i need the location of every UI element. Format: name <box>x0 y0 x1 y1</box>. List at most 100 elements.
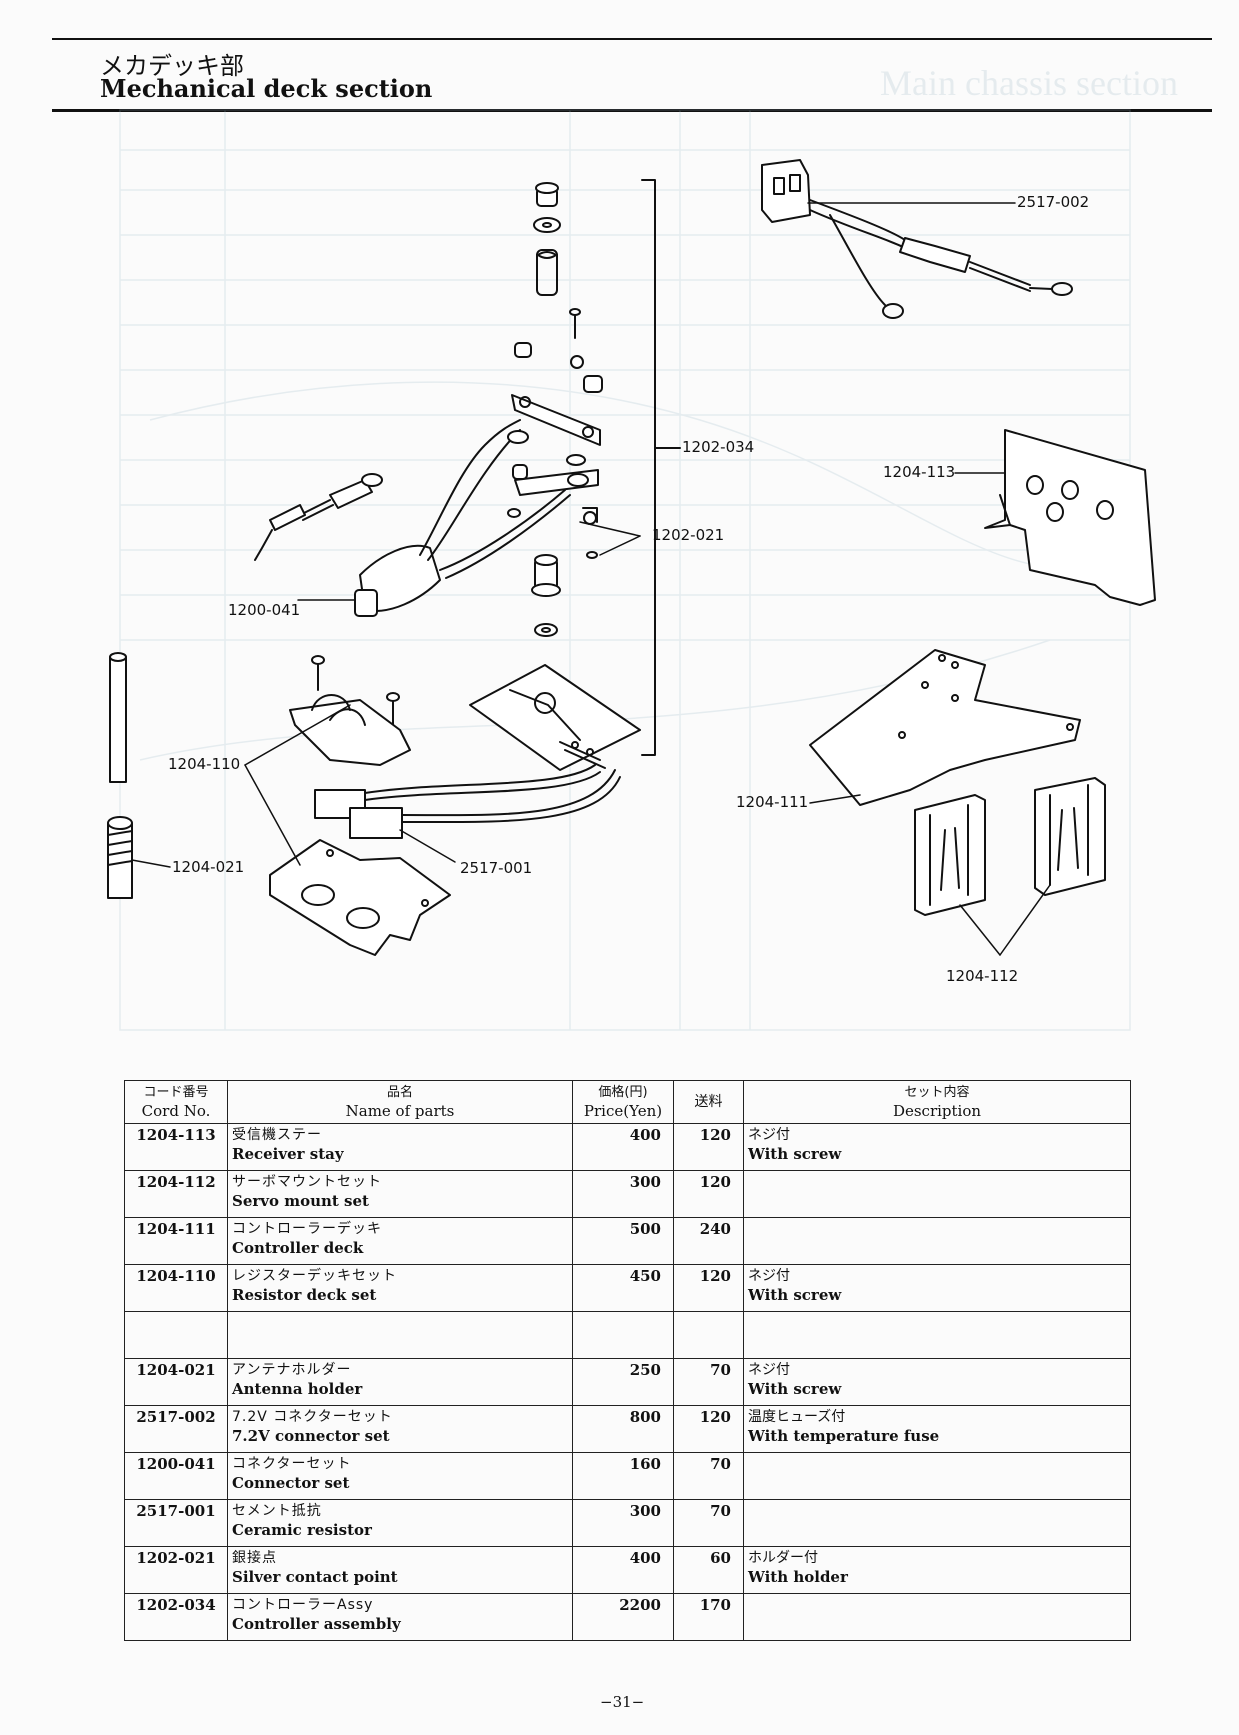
label-1204-110: 1204-110 <box>168 755 240 773</box>
cell-name-en: 7.2V connector set <box>232 1427 390 1445</box>
cell-name-ja: コントローラーAssy <box>232 1597 374 1613</box>
header-code: コード番号 Cord No. <box>124 1080 228 1124</box>
cell-name-en: Antenna holder <box>232 1380 363 1398</box>
label-2517-002: 2517-002 <box>1017 193 1089 211</box>
cell-desc-en: With screw <box>748 1286 842 1304</box>
cell-description <box>743 1593 1131 1641</box>
cell-description <box>743 1170 1131 1218</box>
header-name-ja: 品名 <box>386 1085 413 1100</box>
cell-name-en: Receiver stay <box>232 1145 344 1163</box>
cell-code: 2517-002 <box>124 1405 228 1453</box>
cell-price: 400 <box>572 1123 674 1171</box>
cell-shipping: 70 <box>673 1452 744 1500</box>
table-header-row: コード番号 Cord No. 品名 Name of parts 価格(円) Pr… <box>124 1080 1131 1124</box>
parts-table: コード番号 Cord No. 品名 Name of parts 価格(円) Pr… <box>124 1080 1131 1641</box>
part-1200-041-connector <box>297 419 589 617</box>
label-1200-041: 1200-041 <box>228 601 300 619</box>
header-shipping: 送料 <box>673 1080 744 1124</box>
cell-price: 300 <box>572 1499 674 1547</box>
label-1204-112: 1204-112 <box>946 967 1018 985</box>
cell-price: 300 <box>572 1170 674 1218</box>
cell-name-ja: 銀接点 <box>232 1550 277 1566</box>
cell-desc-ja: ネジ付 <box>748 1362 790 1378</box>
cell-code: 1204-113 <box>124 1123 228 1171</box>
label-1202-021: 1202-021 <box>652 526 724 544</box>
cell-name-en: Controller deck <box>232 1239 364 1257</box>
cell-shipping: 120 <box>673 1405 744 1453</box>
cell-price: 2200 <box>572 1593 674 1641</box>
cell-name-en: Ceramic resistor <box>232 1521 372 1539</box>
page-number: −31− <box>600 1693 645 1711</box>
cell-shipping: 170 <box>673 1593 744 1641</box>
cell-desc-ja: 温度ヒューズ付 <box>748 1409 846 1425</box>
label-1204-113: 1204-113 <box>883 463 955 481</box>
label-1204-021: 1204-021 <box>172 858 244 876</box>
cell-name-ja: コネクターセット <box>232 1456 352 1472</box>
part-1204-110-clamp <box>289 655 411 766</box>
ghost-title: Main chassis section <box>880 63 1178 103</box>
bracket-1202-034 <box>641 179 656 756</box>
header-desc-en: Description <box>892 1102 982 1120</box>
cell-name-en: Controller assembly <box>232 1615 401 1633</box>
part-2517-001-resistor <box>314 764 621 863</box>
cell-name: 7.2V コネクターセット 7.2V connector set <box>227 1405 573 1453</box>
cell-code: 1204-112 <box>124 1170 228 1218</box>
part-1204-113-receiver-stay <box>954 429 1156 606</box>
part-1204-021-antenna-holder <box>107 652 171 899</box>
cell-price: 160 <box>572 1452 674 1500</box>
cell-description <box>743 1311 1131 1359</box>
cell-code: 1204-111 <box>124 1217 228 1265</box>
header-code-ja: コード番号 <box>143 1085 209 1100</box>
cell-name-en: Servo mount set <box>232 1192 369 1210</box>
header-price-ja: 価格(円) <box>598 1085 648 1100</box>
part-2517-002-connector <box>761 159 1073 319</box>
cell-name-ja: レジスターデッキセット <box>232 1268 397 1284</box>
cell-code: 1200-041 <box>124 1452 228 1500</box>
cell-description <box>743 1217 1131 1265</box>
cell-code: 1204-021 <box>124 1358 228 1406</box>
cell-desc-ja: ホルダー付 <box>748 1550 818 1566</box>
cell-shipping: 60 <box>673 1546 744 1594</box>
header-code-en: Cord No. <box>141 1102 211 1120</box>
label-2517-001: 2517-001 <box>460 859 532 877</box>
cell-desc-ja: ネジ付 <box>748 1268 790 1284</box>
cell-code <box>124 1311 228 1359</box>
section-title-en: Mechanical deck section <box>100 74 433 103</box>
cell-description: 温度ヒューズ付 With temperature fuse <box>743 1405 1131 1453</box>
cell-price: 500 <box>572 1217 674 1265</box>
part-1204-111-controller-deck <box>809 649 1081 806</box>
label-1202-034: 1202-034 <box>682 438 754 456</box>
cell-shipping: 120 <box>673 1123 744 1171</box>
cell-desc-en: With temperature fuse <box>748 1427 940 1445</box>
cell-name-en: Silver contact point <box>232 1568 398 1586</box>
cell-price: 450 <box>572 1264 674 1312</box>
table-row <box>124 1311 1131 1359</box>
header-desc-ja: セット内容 <box>904 1085 970 1100</box>
header-name: 品名 Name of parts <box>227 1080 573 1124</box>
part-1204-110-plate <box>244 704 451 956</box>
header-price-en: Price(Yen) <box>583 1102 663 1120</box>
cell-name-ja: コントローラーデッキ <box>232 1221 382 1237</box>
header-rule-bottom <box>52 109 1212 112</box>
part-1204-112-servo-mount <box>914 777 1106 956</box>
cell-name-ja: 7.2V コネクターセット <box>232 1409 393 1425</box>
cell-name-ja: 受信機ステー <box>232 1127 322 1143</box>
